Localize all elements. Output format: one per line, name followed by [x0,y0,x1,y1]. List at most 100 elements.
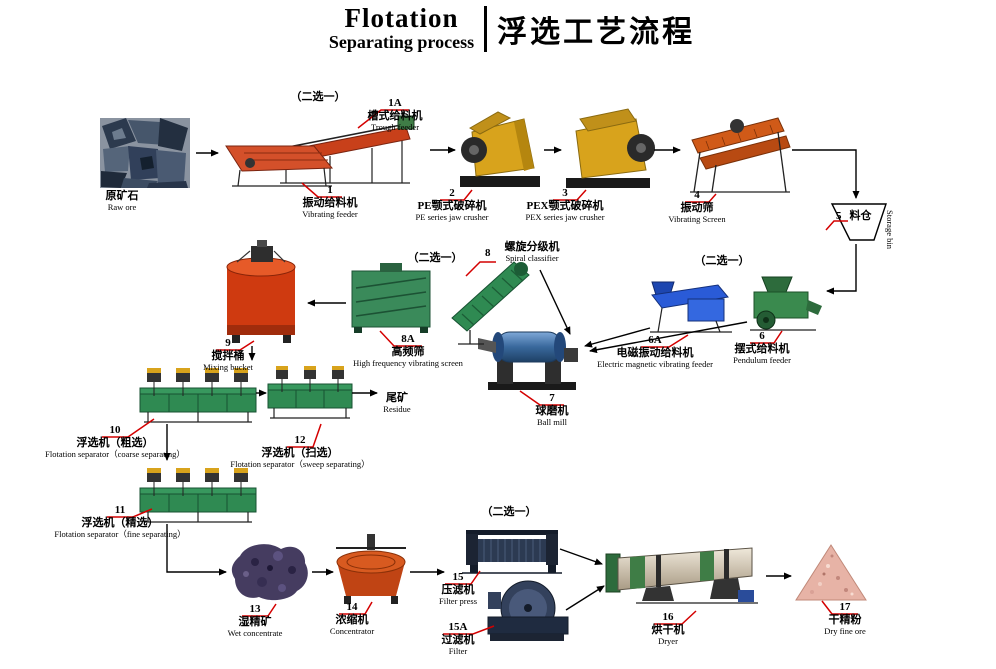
choice-note-screens: （二选一） [407,252,463,264]
label-en: Trough feeder [370,122,420,132]
label-en: Residue [383,404,411,414]
label-en: Vibrating Screen [668,214,726,224]
label-num: 6A [648,334,662,346]
title-divider [484,5,488,52]
label-vibrating-screen: 4 振动筛 Vibrating Screen [668,189,725,225]
label-en: Dry fine ore [824,626,866,636]
label-zh: 干精粉 [828,614,862,626]
label-spiral-classifier-num: 8 [485,247,491,260]
storage-bin-shape [830,203,887,241]
label-num: 3 [562,187,568,199]
vibrating-feeder-machine [225,145,334,187]
label-pendulum-feeder: 6 摆式给料机 Pendulum feeder [733,330,791,366]
label-num: 11 [114,504,126,516]
label-zh: 浮选机（精选） [81,517,159,529]
label-storage-bin-en: Storage bin [884,210,895,249]
label-filter-press: 15 压滤机 Filter press [439,571,477,607]
label-ball-mill: 7 球磨机 Ball mill [536,392,569,428]
label-zh: 浮选机（扫选） [261,447,339,459]
label-en: High frequency vibrating screen [353,358,463,368]
label-zh: 电磁振动给料机 [616,347,694,359]
page-title: Flotation Separating process 浮选工艺流程 [14,4,996,52]
label-zh: 槽式给料机 [367,110,423,122]
label-zh: 摆式给料机 [734,343,790,355]
title-english-sub: Separating process [328,31,475,52]
label-zh: 过滤机 [441,634,475,646]
label-num: 4 [694,189,700,201]
label-zh: 高频筛 [391,346,425,358]
label-storage-bin: 5 料仓 [836,206,872,224]
label-zh: PE颚式破碎机 [417,200,487,212]
label-zh: 料仓 [849,210,872,222]
label-en: PEX series jaw crusher [525,212,605,222]
label-en: Wet concentrate [227,628,283,638]
label-raw-ore: 原矿石 Raw ore [106,190,139,213]
filter-drum-machine [487,580,569,641]
label-flotation-fine: 11 浮选机（精选） Flotation separator（fine sepa… [54,504,185,540]
label-en: Storage bin [885,210,895,249]
pe-jaw-crusher-machine [460,111,540,187]
choice-note-feeders-right: （二选一） [694,255,750,267]
label-num: 12 [294,434,306,446]
label-num: 16 [662,611,674,623]
label-en: Dryer [658,636,678,646]
label-en: Filter press [438,596,478,606]
label-num: 1A [388,97,402,109]
label-num: 2 [449,187,455,199]
label-flotation-sweep: 12 浮选机（扫选） Flotation separator（sweep sep… [230,434,369,470]
label-zh: 振动给料机 [302,197,358,209]
dry-fine-ore-image [795,544,867,601]
label-residue: 尾矿 Residue [383,392,410,415]
label-num: 1 [327,184,333,196]
pendulum-feeder-machine [750,276,822,331]
label-pex-crusher: 3 PEX颚式破碎机 PEX series jaw crusher [525,187,604,223]
label-zh: 烘干机 [651,624,685,636]
concentrator-machine [336,534,406,604]
label-en: Flotation separator（sweep separating） [230,459,370,469]
label-en: Flotation separator（fine separating） [54,529,186,539]
label-zh: 原矿石 [105,190,139,202]
label-num: 8A [401,333,415,345]
label-dryer: 16 烘干机 Dryer [652,611,685,647]
raw-ore-image [100,118,190,188]
vibrating-screen-machine [690,117,791,193]
label-zh: 尾矿 [385,392,408,404]
label-num: 17 [839,601,851,613]
label-concentrator: 14 浓缩机 Concentrator [330,601,374,637]
label-en: Concentrator [329,626,375,636]
label-en: Vibrating feeder [302,209,358,219]
flotation-separator-coarse-machine [139,368,257,423]
label-spiral-classifier: 螺旋分级机 Spiral classifier [505,241,560,264]
label-wet-concentrate: 13 湿精矿 Wet concentrate [228,603,283,639]
label-zh: 压滤机 [441,584,475,596]
label-trough-feeder: 1A 槽式给料机 Trough feeder [368,97,423,133]
label-en: Ball mill [537,417,567,427]
label-en: Electric magnetic vibrating feeder [597,359,713,369]
label-vibrating-feeder: 1 振动给料机 Vibrating feeder [302,184,357,220]
label-num: 8 [485,247,491,259]
label-en: Flotation separator（coarse separating） [45,449,185,459]
label-pe-crusher: 2 PE颚式破碎机 PE series jaw crusher [416,187,489,223]
label-num: 7 [549,392,555,404]
label-num: 13 [249,603,261,615]
ball-mill-machine [478,331,578,390]
label-en: Mixing bucket [203,362,253,372]
label-mixing-bucket: 9 搅拌桶 Mixing bucket [203,337,253,373]
label-zh: 振动筛 [680,202,714,214]
label-zh: 湿精矿 [238,616,272,628]
label-filter: 15A 过滤机 Filter [442,621,475,657]
label-en: Filter [448,646,468,656]
label-electric-magnetic-vibrating-feeder: 6A 电磁振动给料机 Electric magnetic vibrating f… [597,334,713,370]
flow-arrows [163,146,860,611]
label-en: Spiral classifier [505,253,559,263]
pex-jaw-crusher-machine [566,108,655,188]
filter-press-machine [462,530,562,574]
label-zh: 螺旋分级机 [504,241,560,253]
title-chinese: 浮选工艺流程 [497,15,696,49]
choice-note-feeders: （二选一） [290,91,346,103]
label-zh: 球磨机 [535,405,569,417]
label-zh: 搅拌桶 [211,350,245,362]
label-num: 15 [452,571,464,583]
label-high-frequency-screen: 8A 高频筛 High frequency vibrating screen [353,333,463,369]
